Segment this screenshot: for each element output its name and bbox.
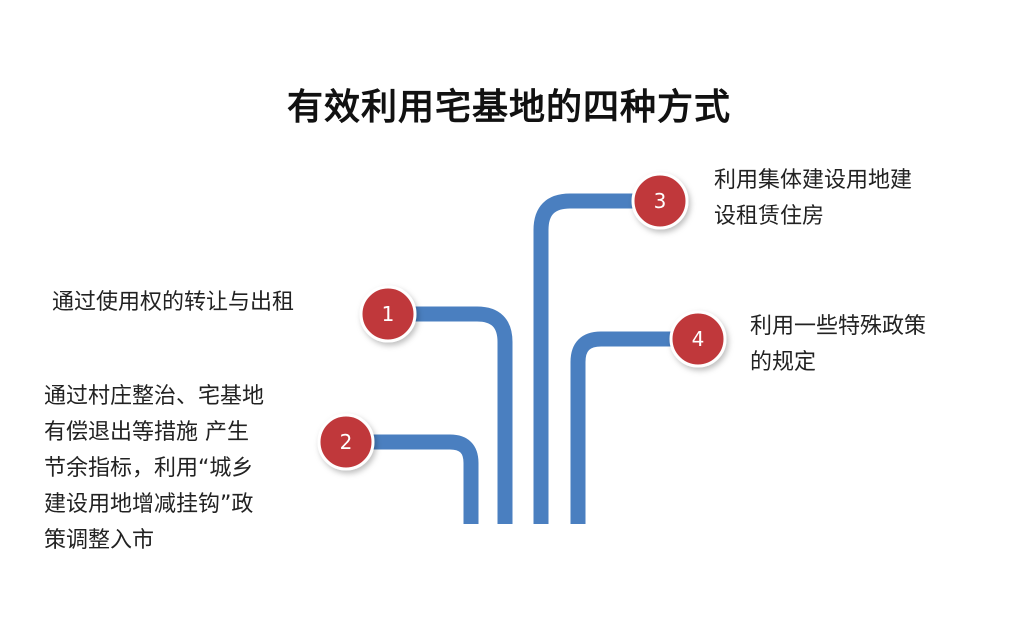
item-3-label: 利用集体建设用地建 设租赁住房 bbox=[714, 168, 913, 229]
badge-2: 2 bbox=[317, 413, 375, 471]
badge-1-number: 1 bbox=[382, 302, 395, 326]
badge-4: 4 bbox=[669, 310, 727, 368]
diagram-title: 有效利用宅基地的四种方式 bbox=[286, 87, 731, 128]
badge-4-number: 4 bbox=[692, 327, 705, 351]
item-1-label: 通过使用权的转让与出租 bbox=[52, 290, 295, 315]
badge-3-number: 3 bbox=[654, 189, 667, 213]
connector-line-2 bbox=[346, 434, 479, 524]
connector-line-4 bbox=[570, 331, 698, 524]
item-2-label: 通过村庄整治、宅基地 有偿退出等措施 产生 节余指标，利用“城乡 建设用地增减挂… bbox=[44, 384, 265, 553]
badge-1: 1 bbox=[359, 285, 417, 343]
badge-3: 3 bbox=[631, 172, 689, 230]
item-4-label: 利用一些特殊政策 的规定 bbox=[750, 314, 927, 375]
connector-line-1 bbox=[388, 306, 513, 524]
connector-line-3 bbox=[533, 193, 660, 524]
badge-2-number: 2 bbox=[340, 430, 353, 454]
